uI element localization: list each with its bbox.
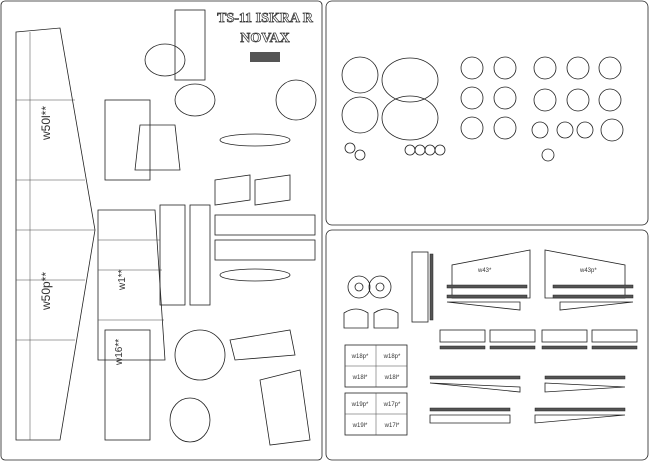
part-label: w18p* bbox=[351, 354, 369, 360]
part-label: w18l* bbox=[384, 375, 400, 381]
publisher-logo bbox=[250, 52, 280, 62]
part-label: w19p* bbox=[351, 402, 369, 408]
fuselage-parts: w1** w16** bbox=[97, 9, 317, 446]
sheet-title: TS-11 ISKRA R bbox=[217, 11, 314, 26]
bottom-right-panel bbox=[325, 229, 649, 461]
part-label: w50p** bbox=[39, 272, 53, 311]
part-label: w50l** bbox=[39, 106, 53, 141]
title-block: TS-11 ISKRA R NOVAX bbox=[217, 11, 314, 62]
part-label: w19l* bbox=[352, 423, 368, 429]
round-parts bbox=[341, 56, 624, 162]
part-label: w43* bbox=[477, 268, 492, 274]
top-right-panel bbox=[325, 0, 649, 226]
left-panel bbox=[0, 0, 323, 461]
part-label: w17p* bbox=[383, 402, 401, 408]
part-label: w16** bbox=[114, 339, 125, 366]
parts-grid-a: w18p* w18p* w18l* w18l* bbox=[344, 344, 408, 388]
part-label: w17l* bbox=[384, 423, 400, 429]
part-label: w1** bbox=[117, 269, 128, 291]
part-label: w43p* bbox=[579, 268, 597, 274]
tail-parts: w43* w43p* bbox=[343, 249, 638, 424]
sheet-brand: NOVAX bbox=[240, 31, 290, 46]
parts-grid-b: w19p* w17p* w19l* w17l* bbox=[344, 392, 408, 436]
part-label: w18p* bbox=[383, 354, 401, 360]
wing-parts: w50l** w50p** bbox=[15, 27, 96, 441]
part-label: w18l* bbox=[352, 375, 368, 381]
